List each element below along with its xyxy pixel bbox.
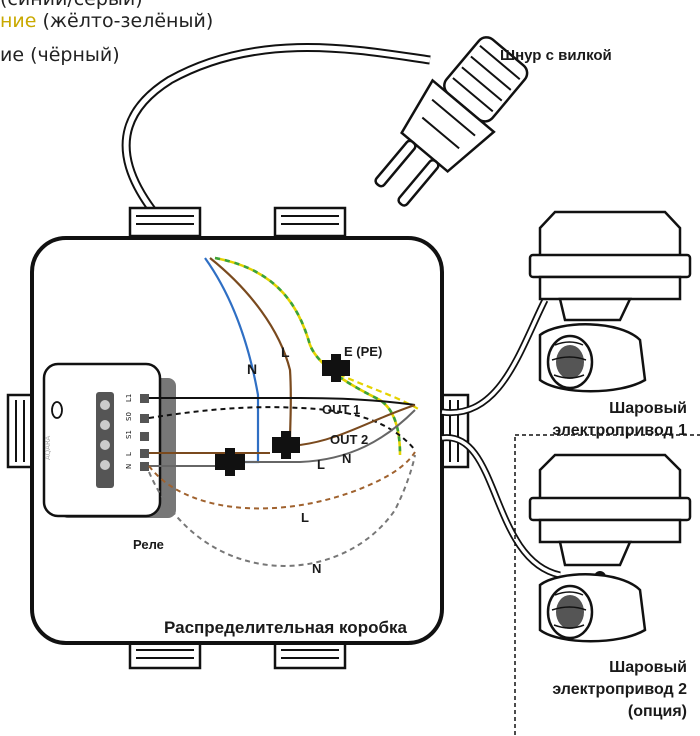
junction-box: [6, 206, 470, 670]
terminal-earth: [322, 354, 350, 382]
wire-label-out1: OUT 1: [322, 402, 361, 417]
legend-line-0: (синий/серый): [0, 0, 143, 10]
valve2-label: Шаровый электропривод 2 (опция): [552, 657, 687, 723]
valve2-label-line3: (опция): [627, 703, 687, 720]
valve1-label-line1: Шаровый: [609, 400, 687, 417]
valve-actuator-1: [528, 210, 692, 393]
legend-earth-word: ние: [0, 10, 37, 32]
wire-label-E: E (PE): [344, 344, 383, 359]
wire-label-N2: N: [342, 451, 352, 466]
junction-box-label: Распределительная коробка: [164, 618, 407, 637]
relay-pin-S0: S0: [125, 412, 133, 421]
terminal-line: [272, 431, 300, 459]
valve1-label-line2: электропривод 1: [552, 422, 687, 439]
terminal-neutral: [215, 448, 245, 476]
relay-label: Реле: [133, 537, 164, 552]
wire-label-N3: N: [312, 561, 322, 576]
wire-label-N: N: [247, 361, 258, 377]
wire-label-L2: L: [317, 457, 325, 472]
wire-label-L3: L: [301, 510, 309, 525]
wire-N-dashed: [148, 454, 416, 567]
wire-out2: [148, 406, 416, 451]
relay-pin-L: L: [125, 452, 133, 456]
relay-pin-L1: L1: [125, 394, 133, 402]
plug: [374, 36, 529, 207]
valve2-label-line1: Шаровый: [609, 659, 687, 676]
wire-label-L: L: [281, 344, 290, 360]
wire-L-dashed: [148, 451, 416, 510]
wire-neutral-blue: [204, 257, 260, 464]
plug-cable-label: Шнур с вилкой: [500, 47, 612, 64]
relay-module: AQARA: [42, 362, 176, 518]
relay-pin-S1: S1: [125, 430, 133, 439]
valve1-label: Шаровый электропривод 1: [552, 398, 687, 442]
valve2-label-line2: электропривод 2: [552, 681, 687, 698]
wire-relay-N: [149, 409, 416, 467]
svg-text:AQARA: AQARA: [44, 435, 52, 460]
legend-line-2: ие (чёрный): [0, 44, 120, 66]
valve-actuator-2: [528, 453, 692, 643]
legend-line-1: ние (жёлто-зелёный): [0, 10, 214, 32]
relay-pin-N: N: [125, 464, 133, 469]
wire-out1: [149, 397, 416, 406]
optional-frame: [514, 434, 700, 736]
wire-line-brown: [209, 257, 292, 446]
wire-relay-L: [149, 404, 416, 454]
wire-label-out2: OUT 2: [330, 432, 369, 447]
